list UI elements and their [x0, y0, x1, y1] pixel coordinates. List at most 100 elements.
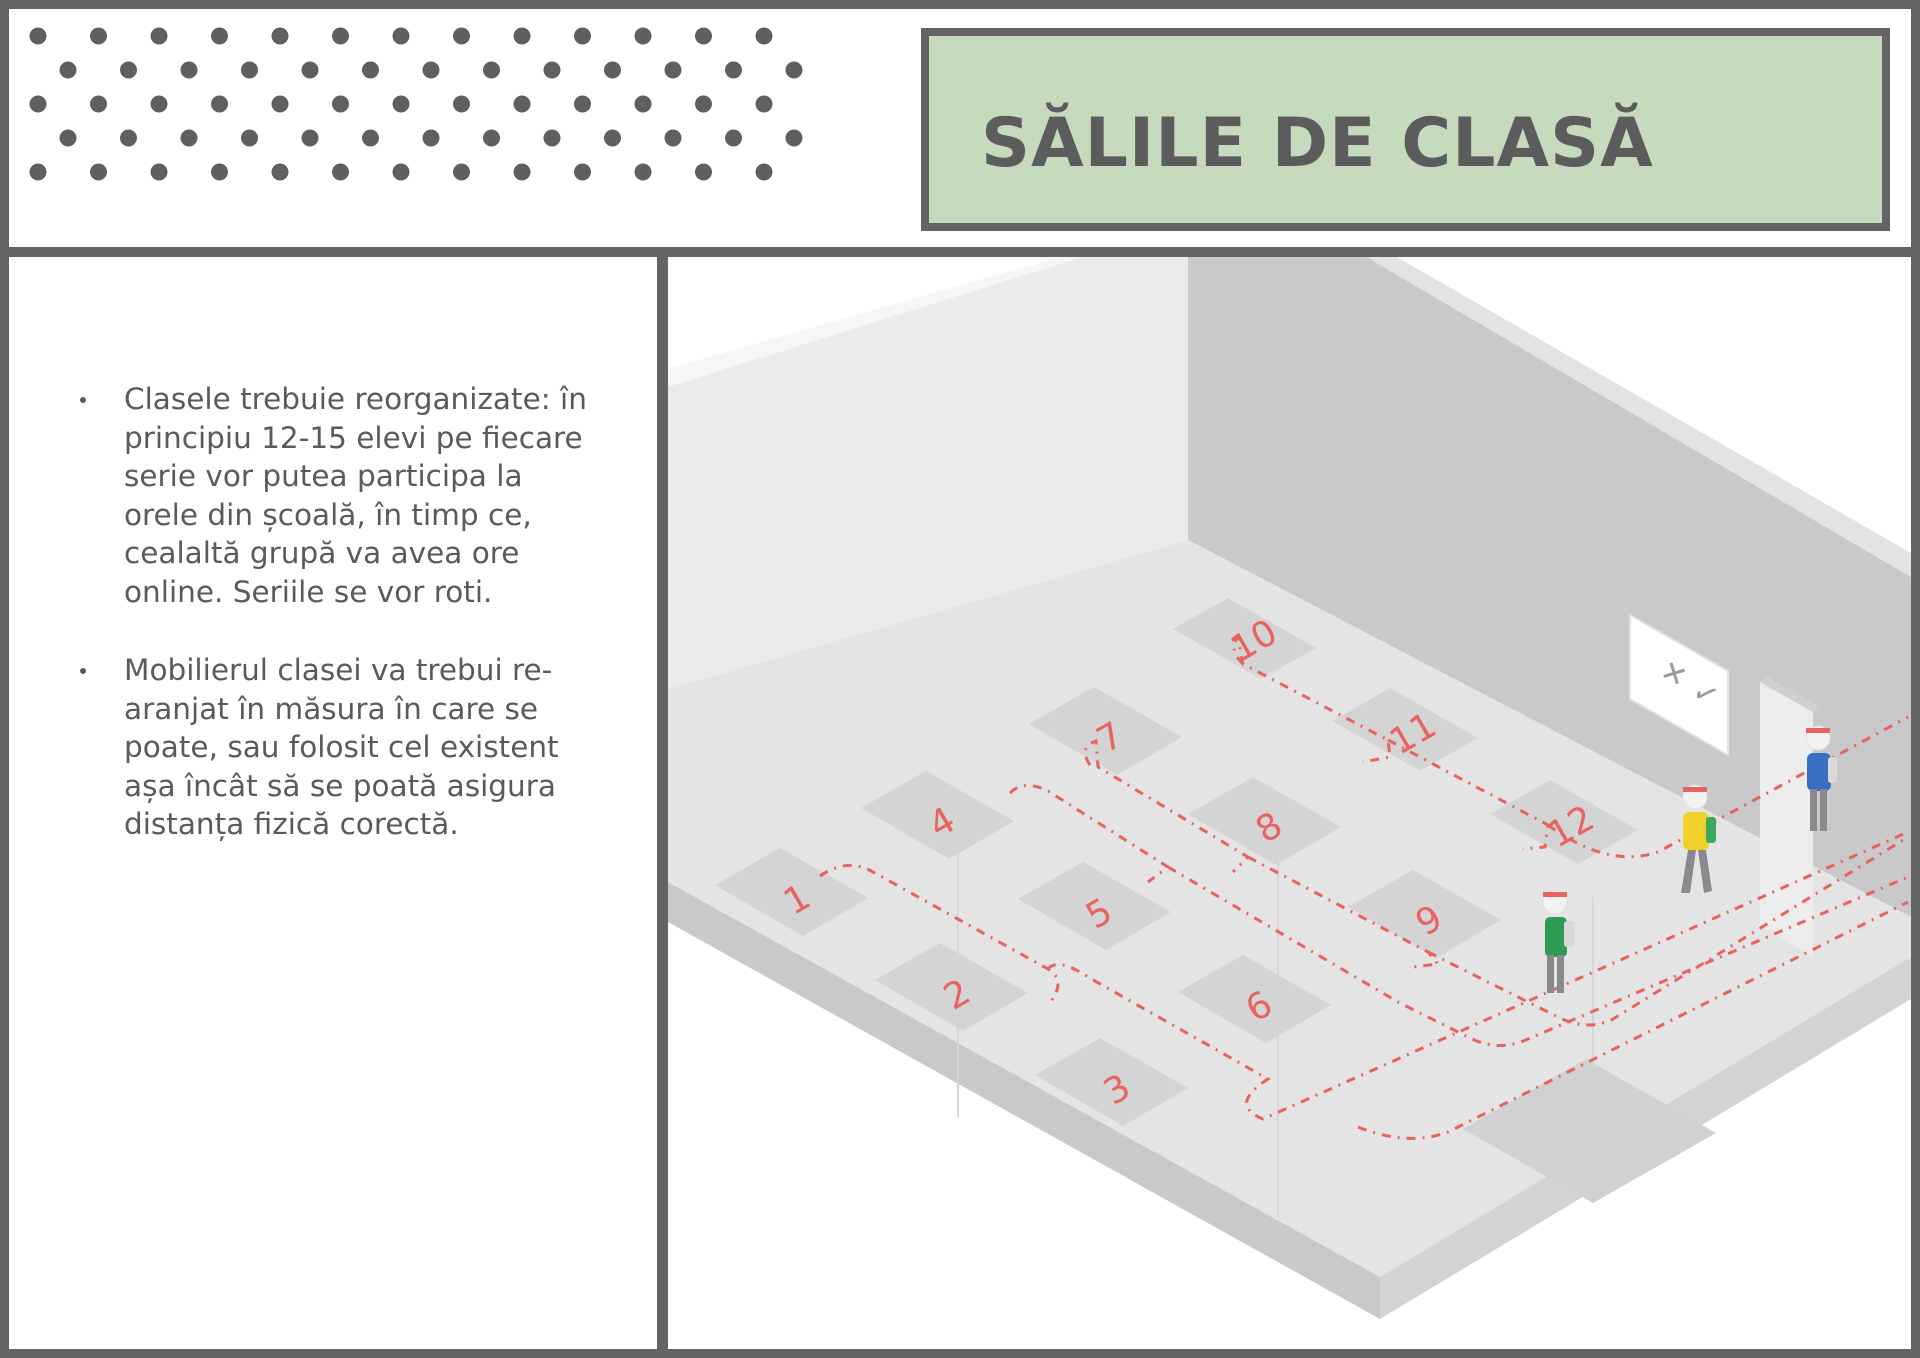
pattern-dot [453, 95, 470, 113]
pattern-dot [483, 61, 500, 79]
pattern-dot [422, 61, 440, 79]
pattern-dot [755, 163, 773, 181]
pattern-dot [150, 163, 168, 181]
desk-8 [1188, 777, 1341, 865]
pattern-dot [664, 129, 682, 147]
pattern-dot [150, 95, 168, 113]
pattern-dot [271, 163, 289, 181]
pattern-dot [29, 27, 47, 45]
pattern-dot [422, 129, 440, 147]
pattern-dot [695, 95, 712, 113]
path-row-4 [1232, 633, 1909, 859]
desk-3 [1035, 1038, 1188, 1126]
pattern-dot [543, 61, 561, 79]
path-row-3 [1083, 738, 1909, 1027]
pattern-dot [90, 95, 107, 113]
pattern-dot [59, 129, 77, 147]
pattern-dot [695, 163, 712, 181]
desk-grid [715, 598, 1716, 1203]
pattern-dot [725, 61, 742, 79]
pattern-dot [90, 27, 107, 45]
pattern-dot [453, 27, 470, 45]
bullet-line: poate, sau folosit cel existent [124, 730, 559, 764]
pattern-dot [180, 61, 198, 79]
pattern-dot [301, 61, 319, 79]
pattern-dot [271, 27, 289, 45]
door-frame [1760, 677, 1821, 712]
door [1760, 682, 1813, 957]
walk-paths [819, 633, 1909, 1140]
pattern-dot [513, 163, 531, 181]
desk-2 [875, 943, 1028, 1031]
pattern-dot [362, 129, 379, 147]
bullet-line: principiu 12-15 elevi pe fiecare [124, 420, 583, 455]
pattern-dot [755, 95, 773, 113]
pattern-dot [29, 163, 47, 181]
bullet-item: Clasele trebuie reorganizate: în princip… [80, 380, 640, 611]
path-row-2 [1008, 784, 1909, 1048]
pattern-dot [301, 129, 319, 147]
pattern-dot [543, 129, 561, 147]
desk-12 [1490, 780, 1638, 864]
desk-1 [715, 848, 868, 936]
bullet-list: Clasele trebuie reorganizate: în princip… [80, 380, 640, 884]
pattern-dot [664, 61, 682, 79]
pattern-dot [574, 163, 591, 181]
pattern-dot [634, 27, 652, 45]
bullet-line: distanța fizică corectă. [124, 807, 459, 841]
whiteboard: ✕ ✓ [1629, 613, 1729, 757]
pattern-dot [785, 61, 803, 79]
pattern-dot [90, 163, 107, 181]
desk-6 [1178, 955, 1331, 1043]
pattern-dot [634, 163, 652, 181]
pattern-dot [180, 129, 198, 147]
pattern-dot [392, 163, 410, 181]
floor-edge-left [668, 882, 1380, 1319]
bullet-dot [80, 397, 86, 403]
pattern-dot [211, 27, 228, 45]
pattern-dot [604, 61, 621, 79]
bullet-dot [80, 668, 86, 674]
pattern-dot [634, 95, 652, 113]
pattern-dot [332, 27, 349, 45]
pattern-dot [574, 27, 591, 45]
pattern-dot [211, 95, 228, 113]
desk-9 [1348, 870, 1501, 958]
desk-11 [1332, 688, 1478, 771]
pattern-dot [211, 163, 228, 181]
pattern-dot [574, 95, 591, 113]
page-title: SĂLILE DE CLASĂ [981, 104, 1654, 183]
pattern-dot [392, 95, 410, 113]
desk-4 [861, 771, 1014, 859]
pattern-dot [241, 129, 258, 147]
bullet-line: serie vor putea participa la [124, 459, 523, 493]
bullet-item: Mobilierul clasei va trebui re- aranjat … [80, 651, 640, 844]
pattern-dot [392, 27, 410, 45]
bullet-line: Clasele trebuie reorganizate: în [124, 382, 587, 416]
pattern-dot [332, 163, 349, 181]
title-box: SĂLILE DE CLASĂ [921, 28, 1890, 231]
pattern-dot [604, 129, 621, 147]
pattern-dot [483, 129, 500, 147]
pattern-dot [59, 61, 77, 79]
pattern-dot [29, 95, 47, 113]
bullet-line: aranjat în măsura în care se [124, 691, 539, 726]
dot-pattern [29, 27, 803, 181]
desk-10 [1173, 598, 1316, 679]
left-wall [668, 257, 1188, 689]
classroom-illustration: ✕ ✓ 1 2 3 4 5 6 7 8 9 10 11 12 [668, 257, 1911, 1319]
pattern-dot [453, 163, 470, 181]
floor-edge-top-left [668, 689, 1380, 1277]
teacher-area [1463, 1059, 1716, 1203]
pattern-dot [150, 27, 168, 45]
pattern-dot [755, 27, 773, 45]
pattern-dot [695, 27, 712, 45]
pattern-dot [362, 61, 379, 79]
desk-7 [1029, 687, 1182, 775]
header-divider [0, 247, 1920, 257]
pattern-dot [332, 95, 349, 113]
pattern-dot [271, 95, 289, 113]
pattern-dot [513, 95, 531, 113]
pattern-dot [513, 27, 531, 45]
